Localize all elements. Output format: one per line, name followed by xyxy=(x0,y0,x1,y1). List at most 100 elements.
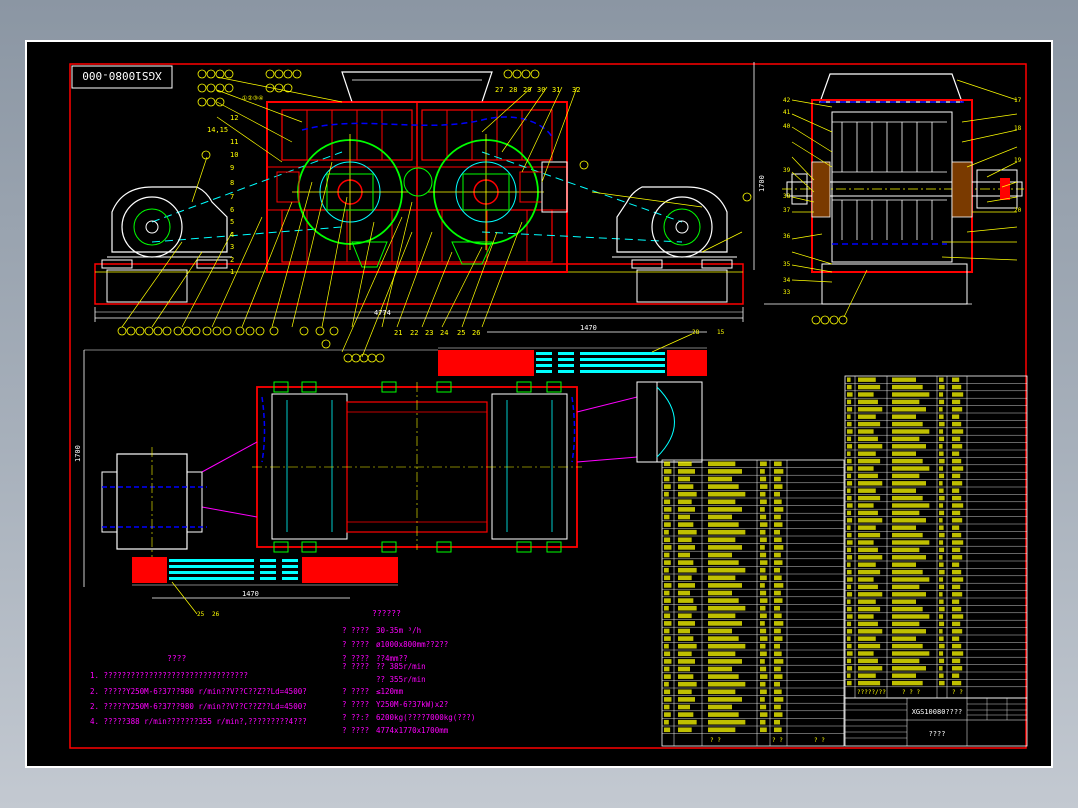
parts-table-cell-text xyxy=(892,555,926,560)
parts-table-cell-text xyxy=(939,532,945,538)
parts-table-cell-text xyxy=(939,577,944,582)
parts-table-cell-text xyxy=(678,613,692,619)
parts-table-cell-text xyxy=(892,569,923,575)
parts-table-cell-text xyxy=(847,658,852,664)
parts-table-cell-text xyxy=(858,666,883,671)
parts-table-left xyxy=(661,459,845,747)
parts-table-cell-text xyxy=(774,598,783,603)
parts-table-cell-text xyxy=(774,499,782,505)
parts-table-cell-text xyxy=(678,552,690,558)
svg-text:4. ?????388 r/min???????355 r/: 4. ?????388 r/min???????355 r/min?,?????… xyxy=(90,717,307,726)
parts-table-cell-text xyxy=(952,525,960,530)
parts-table-cell-text xyxy=(952,599,960,604)
parts-table-cell-text xyxy=(664,613,671,619)
svg-text:35: 35 xyxy=(783,261,791,268)
parts-table-cell-text xyxy=(664,666,670,672)
feed-hopper xyxy=(341,71,493,103)
svg-text:2. ?????Y250M-6?37??980 r/min?: 2. ?????Y250M-6?37??980 r/min??V??C??Z??… xyxy=(90,702,307,711)
parts-table-cell-text xyxy=(858,458,881,464)
parts-table-cell-text xyxy=(760,697,765,702)
height-dimension: 1700 xyxy=(753,62,766,270)
parts-table-cell-text xyxy=(774,583,784,588)
svg-text:25: 25 xyxy=(197,611,205,618)
parts-table-cell-text xyxy=(939,651,944,656)
parts-table-cell-text xyxy=(760,552,767,558)
parts-table-cell-text xyxy=(664,598,671,603)
parts-table-cell-text xyxy=(858,481,883,486)
parts-table-cell-text xyxy=(774,689,782,695)
parts-table-cell-text xyxy=(892,592,926,597)
parts-table-cell-text xyxy=(952,377,960,382)
parts-table-cell-text xyxy=(858,429,874,434)
parts-table-cell-text xyxy=(678,514,690,520)
parts-table-cell-text xyxy=(858,407,883,412)
parts-table-cell-text xyxy=(678,636,694,641)
parts-table-cell-text xyxy=(939,429,944,434)
parts-table-cell-text xyxy=(858,503,874,508)
parts-table-cell-text xyxy=(952,614,964,619)
svg-text:1. ???????????????????????????: 1. ???????????????????????????????? xyxy=(90,671,248,680)
parts-table-cell-text xyxy=(939,636,944,641)
parts-table-cell-text xyxy=(847,666,853,671)
parts-table-cell-text xyxy=(760,666,767,672)
bottom-number-24: 24 xyxy=(440,329,448,337)
parts-table-cell-text xyxy=(939,584,945,590)
parts-table-cell-text xyxy=(664,583,672,588)
parts-table-cell-text xyxy=(760,704,767,710)
parts-table-cell-text xyxy=(774,590,781,596)
svg-text:14,15: 14,15 xyxy=(207,126,228,134)
parts-table-cell-text xyxy=(939,562,944,567)
parts-table-cell-text xyxy=(892,673,916,678)
parts-table-cell-text xyxy=(774,476,781,482)
parts-table-cell-text xyxy=(858,532,881,538)
parts-table-cell-text xyxy=(664,697,672,702)
parts-table-cell-text xyxy=(664,590,670,596)
parts-table-cell-text xyxy=(939,658,945,664)
parts-table-cell-text xyxy=(708,575,736,581)
parts-table-cell-text xyxy=(708,598,739,603)
top-left-balloons xyxy=(197,69,752,202)
svg-text:ø1000x800mm??2??: ø1000x800mm??2?? xyxy=(376,640,448,649)
parts-table-cell-text xyxy=(760,628,767,634)
right-roll xyxy=(428,134,544,250)
parts-table-cell-text xyxy=(939,407,943,412)
parts-table-cell-text xyxy=(774,666,781,672)
parts-table-cell-text xyxy=(708,522,739,527)
parts-table-cell-text xyxy=(858,384,881,390)
parts-table-cell-text xyxy=(952,643,962,649)
parts-table-cell-text xyxy=(664,659,672,664)
svg-text:? ??:?: ? ??:? xyxy=(342,713,369,722)
parts-table-cell-text xyxy=(708,605,746,611)
parts-table-cell-text xyxy=(664,575,671,581)
parts-table-cell-text xyxy=(664,681,669,687)
parts-table-cell-text xyxy=(664,674,671,679)
parts-table-cell-text xyxy=(708,567,746,573)
parts-table-cell-text xyxy=(892,629,926,634)
parts-table-cell-text xyxy=(858,614,874,619)
parts-table-cell-text xyxy=(774,712,783,717)
parts-table-cell-text xyxy=(708,719,746,725)
parts-table-cell-text xyxy=(708,651,736,657)
svg-text:6: 6 xyxy=(230,206,234,214)
top-number-28: 28 xyxy=(509,86,517,94)
parts-table-cell-text xyxy=(858,377,876,382)
parts-table-cell-text xyxy=(678,643,697,649)
parts-table-cell-text xyxy=(664,522,671,527)
parts-table-cell-text xyxy=(858,584,878,590)
parts-table-cell-text xyxy=(892,429,930,434)
base-frame xyxy=(94,263,744,305)
parts-table-cell-text xyxy=(939,606,945,612)
parts-table-cell-text xyxy=(664,552,670,558)
svg-text:40: 40 xyxy=(783,123,791,130)
svg-text:?? 385r/min: ?? 385r/min xyxy=(376,662,426,671)
parts-table-cell-text xyxy=(708,674,739,679)
parts-table-cell-text xyxy=(847,614,853,619)
parts-table-cell-text xyxy=(760,659,765,664)
parts-table-cell-text xyxy=(774,659,784,664)
svg-text:4774: 4774 xyxy=(374,309,391,317)
parts-table-cell-text xyxy=(678,727,692,733)
parts-table-cell-text xyxy=(847,458,852,464)
svg-text:11: 11 xyxy=(230,138,238,146)
parts-table-cell-text xyxy=(708,621,742,626)
parts-table-cell-text xyxy=(760,476,767,482)
